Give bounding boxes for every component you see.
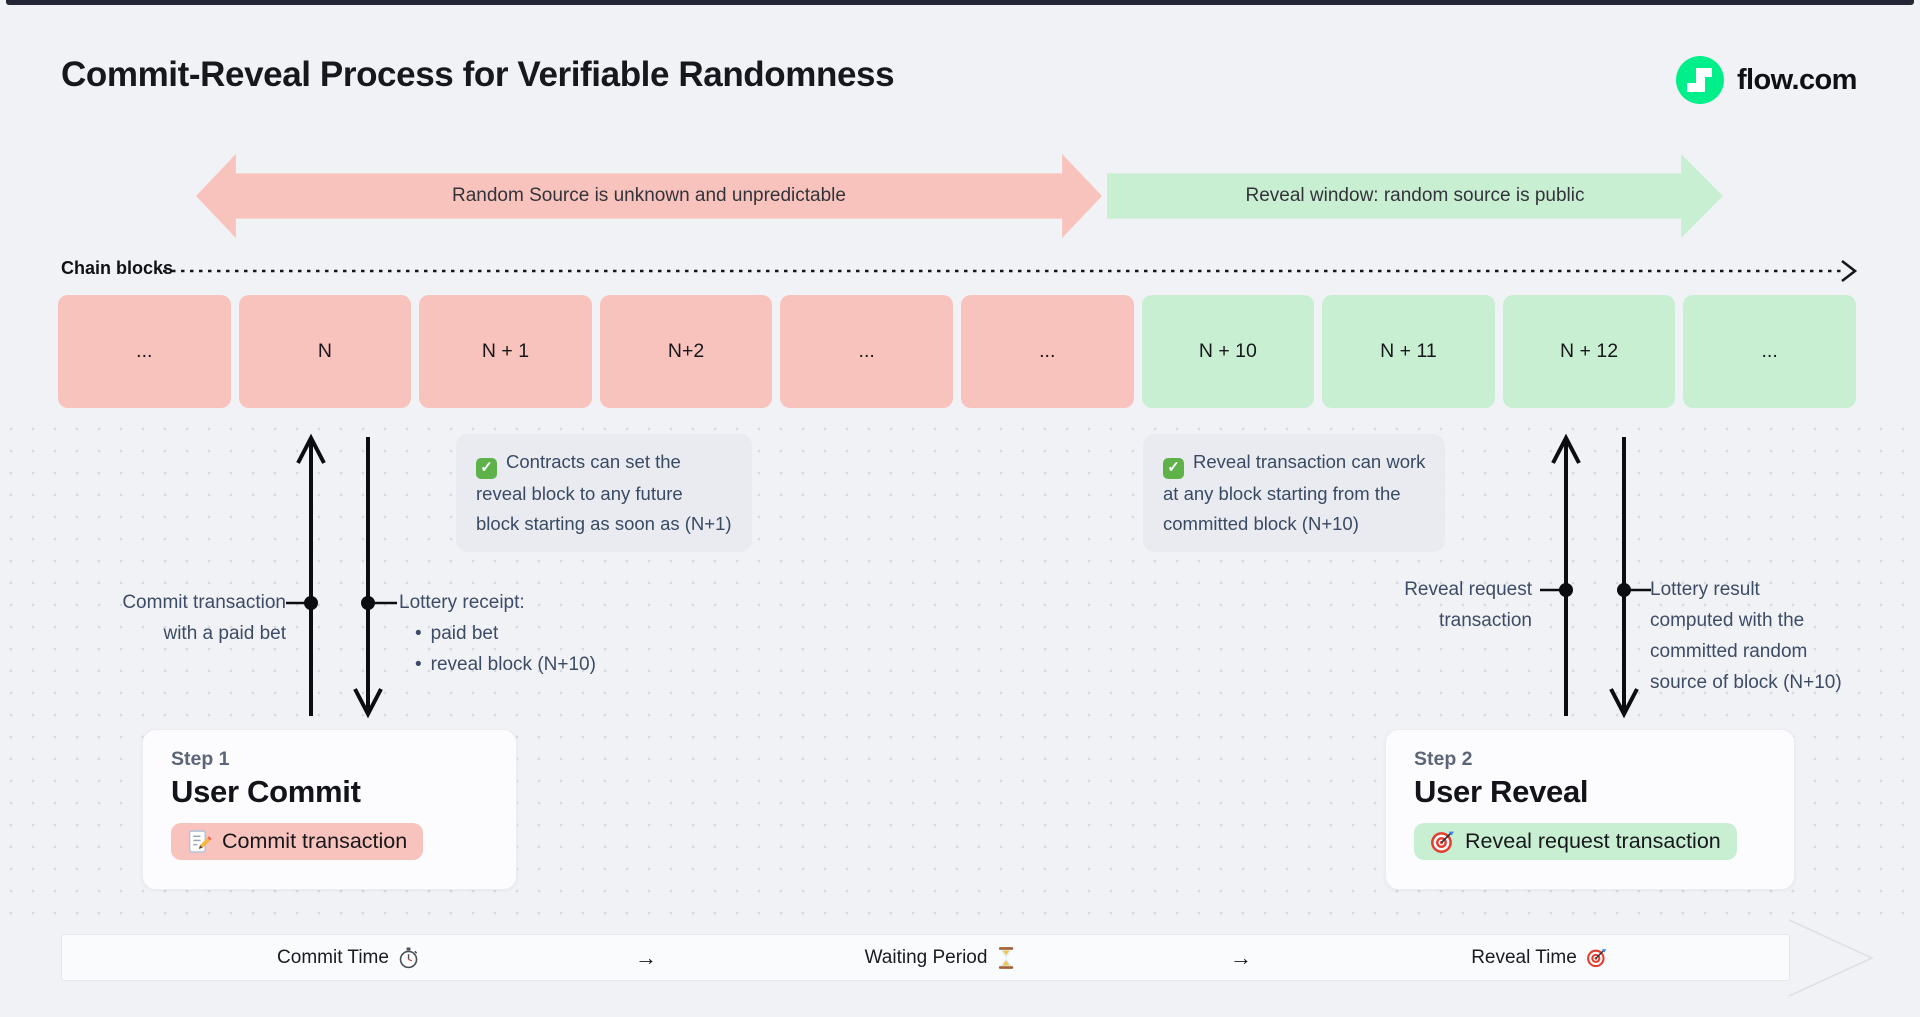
timeline-arrow-separator: → xyxy=(1230,944,1252,970)
lottery-receipt-annotation: Lottery receipt: paid bet reveal block (… xyxy=(399,587,596,680)
commit-note: ✓Contracts can set the reveal block to a… xyxy=(456,434,752,552)
chain-blocks-label: Chain blocks xyxy=(61,258,174,278)
step2-title: User Reveal xyxy=(1414,774,1589,809)
reveal-phase-arrow: Reveal window: random source is public xyxy=(1107,154,1723,238)
chain-block: ... xyxy=(58,295,231,408)
lottery-result-annotation: Lottery result computed with the committ… xyxy=(1650,579,1842,693)
stopwatch-icon xyxy=(399,947,418,968)
step1-title: User Commit xyxy=(171,774,361,809)
check-mark-icon: ✓ xyxy=(1163,457,1184,479)
timeline-arrow-separator: → xyxy=(635,944,657,970)
commit-badge-label: Commit transaction xyxy=(222,829,408,853)
chain-block: N + 1 xyxy=(419,295,592,408)
waiting-period-segment: Waiting Period xyxy=(865,947,1016,969)
chain-block: ... xyxy=(1683,295,1856,408)
reveal-badge-label: Reveal request transaction xyxy=(1465,829,1721,853)
commit-transaction-annotation: Commit transaction with a paid bet xyxy=(122,592,286,644)
chain-block: N xyxy=(238,295,412,408)
reveal-phase-label: Reveal window: random source is public xyxy=(1245,185,1585,206)
flow-logo-icon xyxy=(1676,56,1724,104)
brand-name: flow.com xyxy=(1737,63,1857,96)
commit-phase-arrow: Random Source is unknown and unpredictab… xyxy=(196,154,1102,238)
step2-eyebrow: Step 2 xyxy=(1414,748,1473,770)
page-title: Commit-Reveal Process for Verifiable Ran… xyxy=(61,55,895,94)
commit-phase-label: Random Source is unknown and unpredictab… xyxy=(452,185,846,206)
step1-user-commit-card: Step 1 User Commit Commit transaction xyxy=(142,729,517,890)
timeline-arrowhead-icon xyxy=(1788,919,1874,997)
reveal-note: ✓Reveal transaction can work at any bloc… xyxy=(1143,434,1446,552)
memo-pencil-icon xyxy=(188,830,212,853)
hourglass-icon xyxy=(998,946,1014,969)
chain-arrowhead-icon xyxy=(1841,259,1858,283)
chain-block: N+2 xyxy=(599,295,773,408)
reveal-request-annotation: Reveal request transaction xyxy=(1404,579,1532,631)
target-icon xyxy=(1431,831,1454,853)
time-axis-bar: Commit Time → Waiting Period xyxy=(61,934,1790,981)
chain-block: ... xyxy=(780,295,953,408)
top-border-strip xyxy=(6,0,1914,5)
chain-block: N + 11 xyxy=(1322,295,1495,408)
reveal-request-badge: Reveal request transaction xyxy=(1414,823,1737,860)
flow-brand-link[interactable]: flow.com xyxy=(1676,56,1857,104)
chain-block: N + 12 xyxy=(1502,295,1676,408)
check-mark-icon: ✓ xyxy=(476,457,497,479)
commit-time-segment: Commit Time xyxy=(277,947,419,969)
reveal-time-segment: Reveal Time xyxy=(1471,947,1607,969)
chain-block: N + 10 xyxy=(1141,295,1315,408)
target-icon xyxy=(1586,949,1606,968)
chain-block: ... xyxy=(960,295,1134,408)
step2-user-reveal-card: Step 2 User Reveal Reveal request transa… xyxy=(1385,729,1795,890)
step1-eyebrow: Step 1 xyxy=(171,748,230,770)
chain-blocks-row: ... N N + 1 N+2 ... ... N + 10 N + 11 N … xyxy=(58,295,1856,408)
commit-transaction-badge: Commit transaction xyxy=(171,823,424,860)
